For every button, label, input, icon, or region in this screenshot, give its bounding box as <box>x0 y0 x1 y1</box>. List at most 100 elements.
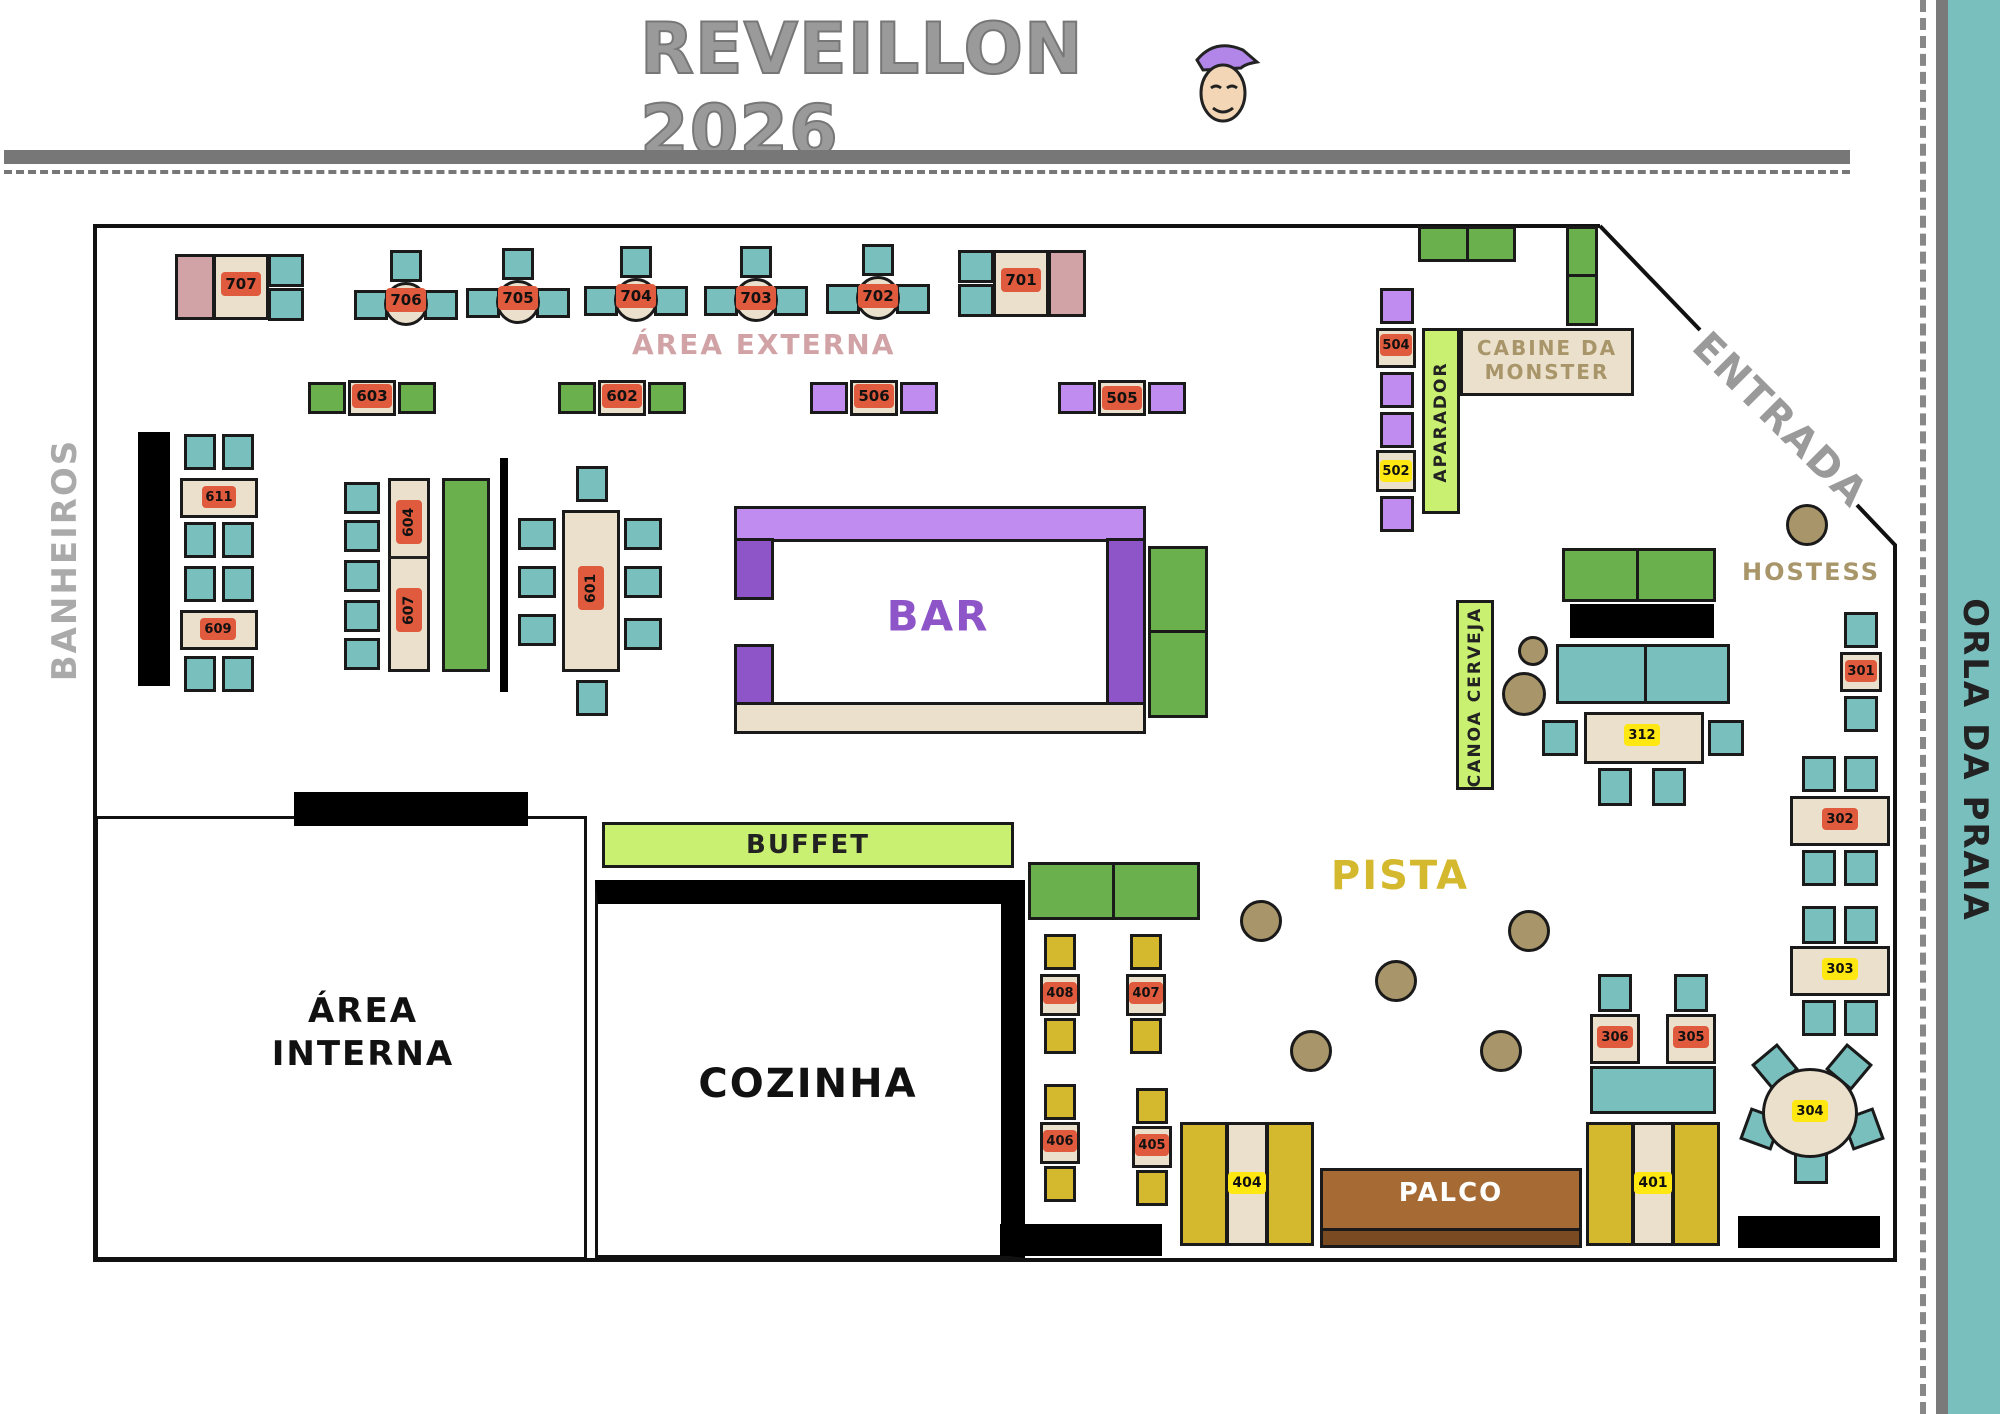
stool <box>1502 672 1546 716</box>
table-label-401: 401 <box>1634 1172 1672 1194</box>
chair <box>740 246 772 278</box>
sofa <box>1590 1066 1716 1114</box>
area-interna-label-1: ÁREA <box>307 991 419 1031</box>
chair <box>1802 756 1836 792</box>
chair <box>896 284 930 314</box>
chair <box>1380 372 1414 408</box>
chair <box>704 286 738 316</box>
chair <box>584 286 618 316</box>
buffet-label: BUFFET <box>746 830 870 860</box>
dance-stool <box>1290 1030 1332 1072</box>
sofa <box>442 478 490 672</box>
wall-divider <box>294 792 528 826</box>
stool <box>1518 636 1548 666</box>
chair <box>536 288 570 318</box>
table-label-707: 707 <box>221 272 261 296</box>
dance-stool <box>1240 900 1282 942</box>
chair <box>268 254 304 287</box>
table-label-506: 506 <box>854 384 894 408</box>
table-label-302: 302 <box>1822 808 1858 830</box>
dance-stool <box>1508 910 1550 952</box>
sofa-line <box>1466 226 1469 262</box>
chair <box>862 244 894 276</box>
cabine-label-1: CABINE DA <box>1476 336 1618 360</box>
table-701-end <box>1048 250 1086 317</box>
chair <box>1844 906 1878 944</box>
table-label-504: 504 <box>1380 334 1412 356</box>
table-label-404: 404 <box>1228 1172 1266 1194</box>
table-label-704: 704 <box>616 284 656 308</box>
buffet <box>602 822 1014 868</box>
table-304[interactable] <box>1762 1068 1858 1158</box>
aparador <box>1422 328 1460 514</box>
table-label-705: 705 <box>498 286 538 310</box>
chair <box>390 250 422 282</box>
chair <box>518 566 556 598</box>
chair <box>344 482 380 514</box>
chair <box>184 566 216 602</box>
chair <box>1844 850 1878 886</box>
chair <box>1802 906 1836 944</box>
sofa <box>558 382 596 414</box>
sofa <box>1556 644 1730 704</box>
chair <box>1802 850 1836 886</box>
booth-seat <box>1180 1122 1228 1246</box>
canoa-cerveja <box>1456 600 1494 790</box>
chair <box>576 466 608 502</box>
chair <box>1802 1000 1836 1036</box>
cozinha <box>595 880 1025 1258</box>
side-dashed-line <box>1920 0 1926 1414</box>
sofa <box>1058 382 1096 414</box>
wall-divider <box>1000 1224 1162 1256</box>
table-label-602: 602 <box>602 384 642 408</box>
header-dashed-rule <box>4 170 1850 174</box>
chair <box>184 434 216 470</box>
table-label-611: 611 <box>202 486 236 508</box>
chair <box>1598 974 1632 1012</box>
wall-divider <box>1570 604 1714 638</box>
table-label-604: 604 <box>396 500 422 544</box>
sofa <box>398 382 436 414</box>
table-label-312: 312 <box>1624 724 1660 746</box>
table-label-706: 706 <box>386 288 426 312</box>
chair <box>344 600 380 632</box>
chair <box>1652 768 1686 806</box>
sofa-line <box>1112 862 1115 920</box>
table-label-407: 407 <box>1129 982 1163 1004</box>
chair <box>1380 496 1414 532</box>
chair <box>502 248 534 280</box>
area-externa-label: ÁREA EXTERNA <box>632 328 896 361</box>
table-label-408: 408 <box>1043 982 1077 1004</box>
chair <box>654 286 688 316</box>
chair <box>518 614 556 646</box>
bar-counter-top <box>734 506 1146 542</box>
dance-stool <box>1480 1030 1522 1072</box>
bar-sofa-line <box>1148 630 1208 633</box>
table-label-603: 603 <box>352 384 392 408</box>
table-label-303: 303 <box>1822 958 1858 980</box>
cabine-label-2: MONSTER <box>1484 360 1610 384</box>
palco <box>1320 1168 1582 1232</box>
chair <box>1136 1170 1168 1206</box>
dance-stool <box>1375 960 1417 1002</box>
chair <box>222 434 254 470</box>
sofa <box>810 382 848 414</box>
chair <box>1844 696 1878 732</box>
table-label-301: 301 <box>1845 660 1877 682</box>
chair <box>1844 612 1878 648</box>
chair <box>1708 720 1744 756</box>
pista-label: PISTA <box>1330 853 1470 899</box>
table-label-306: 306 <box>1597 1026 1633 1048</box>
chair <box>344 520 380 552</box>
sofa <box>1562 548 1716 602</box>
sofa <box>900 382 938 414</box>
bar-label: BAR <box>886 591 990 641</box>
chair <box>1044 1166 1076 1202</box>
table-label-304: 304 <box>1792 1100 1828 1122</box>
chair <box>222 522 254 558</box>
sofa <box>308 382 346 414</box>
chair <box>268 288 304 321</box>
chair <box>774 286 808 316</box>
bar-counter-bottom <box>734 702 1146 734</box>
chair <box>518 518 556 550</box>
